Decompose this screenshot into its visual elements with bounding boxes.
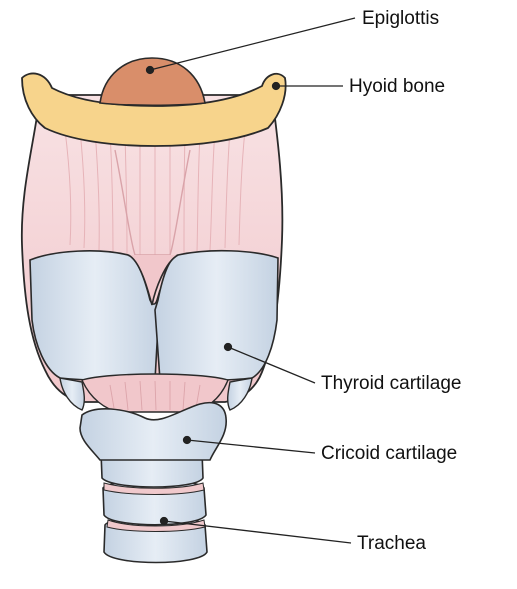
- label-hyoid-bone: Hyoid bone: [349, 77, 445, 96]
- leader-dot-epiglottis: [147, 67, 154, 74]
- leader-dot-hyoid: [273, 83, 280, 90]
- leader-line-epiglottis: [150, 18, 355, 70]
- leader-dot-thyroid: [225, 344, 232, 351]
- thyroid-inferior-horn-right: [228, 378, 252, 410]
- trachea: [101, 447, 207, 563]
- leader-dot-cricoid: [184, 437, 191, 444]
- label-epiglottis: Epiglottis: [362, 9, 439, 28]
- label-trachea: Trachea: [357, 534, 426, 553]
- epiglottis: [100, 58, 205, 105]
- leader-dot-trachea: [161, 518, 168, 525]
- label-thyroid-cartilage: Thyroid cartilage: [321, 374, 461, 393]
- label-cricoid-cartilage: Cricoid cartilage: [321, 444, 457, 463]
- thyroid-cartilage-right: [155, 251, 278, 381]
